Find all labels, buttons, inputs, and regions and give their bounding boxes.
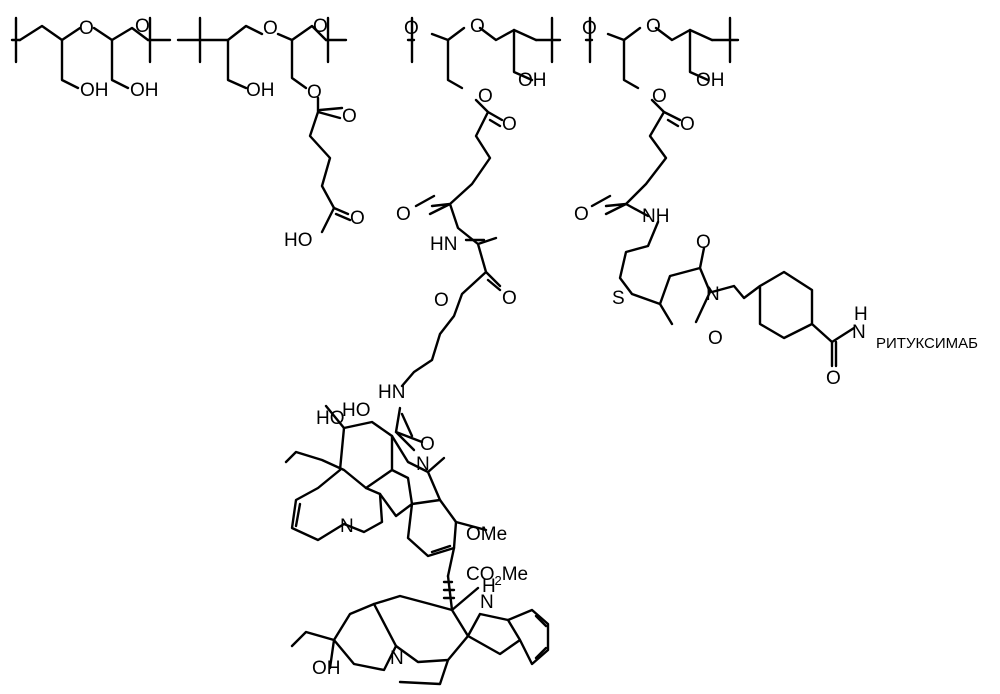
hydroxyl-label: OH xyxy=(312,658,341,679)
ch2oh-arm xyxy=(228,40,246,88)
oxygen-label: O xyxy=(502,114,517,135)
amide-nh-label: HN xyxy=(378,382,405,403)
indole-h-label: H xyxy=(482,576,496,597)
oxygen-label: O xyxy=(420,434,435,455)
ch2oh-arm-1 xyxy=(62,40,78,88)
methoxy-label: OMe xyxy=(466,524,507,545)
bracket-right xyxy=(536,18,560,62)
structure-2-glutarate: O O OH O O O HO xyxy=(178,16,365,251)
oxygen-label: O xyxy=(396,204,411,225)
oxygen-label: O xyxy=(826,368,841,389)
oxygen-label: O xyxy=(404,18,419,39)
acid-group xyxy=(322,208,350,232)
nitrogen-label: N xyxy=(340,516,354,537)
oxygen-label: O xyxy=(470,16,485,37)
hydroxyl-label: HO xyxy=(342,400,371,421)
oxygen-label: O xyxy=(135,16,150,37)
sulfur-label: S xyxy=(612,288,625,309)
oxygen-label: O xyxy=(646,16,661,37)
oxygen-label: O xyxy=(342,106,357,127)
glutarate-chain xyxy=(310,98,342,208)
hydroxyl-label: OH xyxy=(518,70,547,91)
oxygen-label: O xyxy=(502,288,517,309)
ester-label: CO2Me xyxy=(466,564,528,588)
ch2oh-arm-2 xyxy=(112,40,128,88)
amide-n-label: N xyxy=(852,322,866,343)
oxygen-label: O xyxy=(434,290,449,311)
ethylene-bridge xyxy=(400,660,448,684)
hydroxyl-label: HO xyxy=(316,408,345,429)
nitrogen-label: N xyxy=(390,648,404,669)
oxygen-label: O xyxy=(79,18,94,39)
hydroxyl-label: OH xyxy=(130,80,159,101)
cyclohexyl-amide xyxy=(712,272,854,366)
nitrogen-label: N xyxy=(416,454,430,475)
oxygen-label: O xyxy=(582,18,597,39)
alanine-propyl-linker xyxy=(402,204,500,386)
carbamoyl xyxy=(396,408,422,450)
bracket-left xyxy=(178,18,200,62)
amide-nh-label: NH xyxy=(642,206,669,227)
indoline-ring xyxy=(380,470,456,556)
structure-3-vinca-conjugate: O O OH O O O HN O O HN HO HO O N N OMe C… xyxy=(286,16,560,684)
amide-nh-label: HN xyxy=(430,234,457,255)
antibody-label: РИТУКСИМАБ xyxy=(876,335,978,352)
oxygen-label: O xyxy=(478,86,493,107)
hydroxyl-label: HO xyxy=(284,230,313,251)
hydroxyl-label: OH xyxy=(696,70,725,91)
double-bond xyxy=(296,504,300,526)
bracket-right xyxy=(326,18,346,62)
ester-arm xyxy=(624,40,638,88)
ester-arm xyxy=(292,40,306,88)
oxygen-label: O xyxy=(574,204,589,225)
oxygen-label: O xyxy=(313,16,328,37)
hydroxyl-label: OH xyxy=(246,80,275,101)
bracket-right xyxy=(148,18,170,62)
oxygen-label: O xyxy=(652,86,667,107)
glutaryl-linker xyxy=(592,100,680,214)
indole-ring xyxy=(468,610,548,664)
hydroxyl-label: OH xyxy=(80,80,109,101)
oxygen-label: O xyxy=(680,114,695,135)
vindoline-lower-rings xyxy=(292,428,382,540)
oxygen-label: O xyxy=(307,82,322,103)
oxygen-label: O xyxy=(696,232,711,253)
oxygen-label: O xyxy=(263,18,278,39)
glutaryl-linker xyxy=(416,100,502,214)
hashed-bond xyxy=(444,576,454,610)
structure-1-polyacetal: O O OH OH xyxy=(12,16,170,101)
ester-arm xyxy=(448,40,462,88)
imide-n-label: N xyxy=(706,284,720,305)
oxygen-label: O xyxy=(708,328,723,349)
structure-4-antibody-conjugate: O O OH O O O NH S O N O H N O РИТУКСИМАБ xyxy=(574,16,978,389)
bracket-right xyxy=(712,18,738,62)
oxygen-label: O xyxy=(350,208,365,229)
